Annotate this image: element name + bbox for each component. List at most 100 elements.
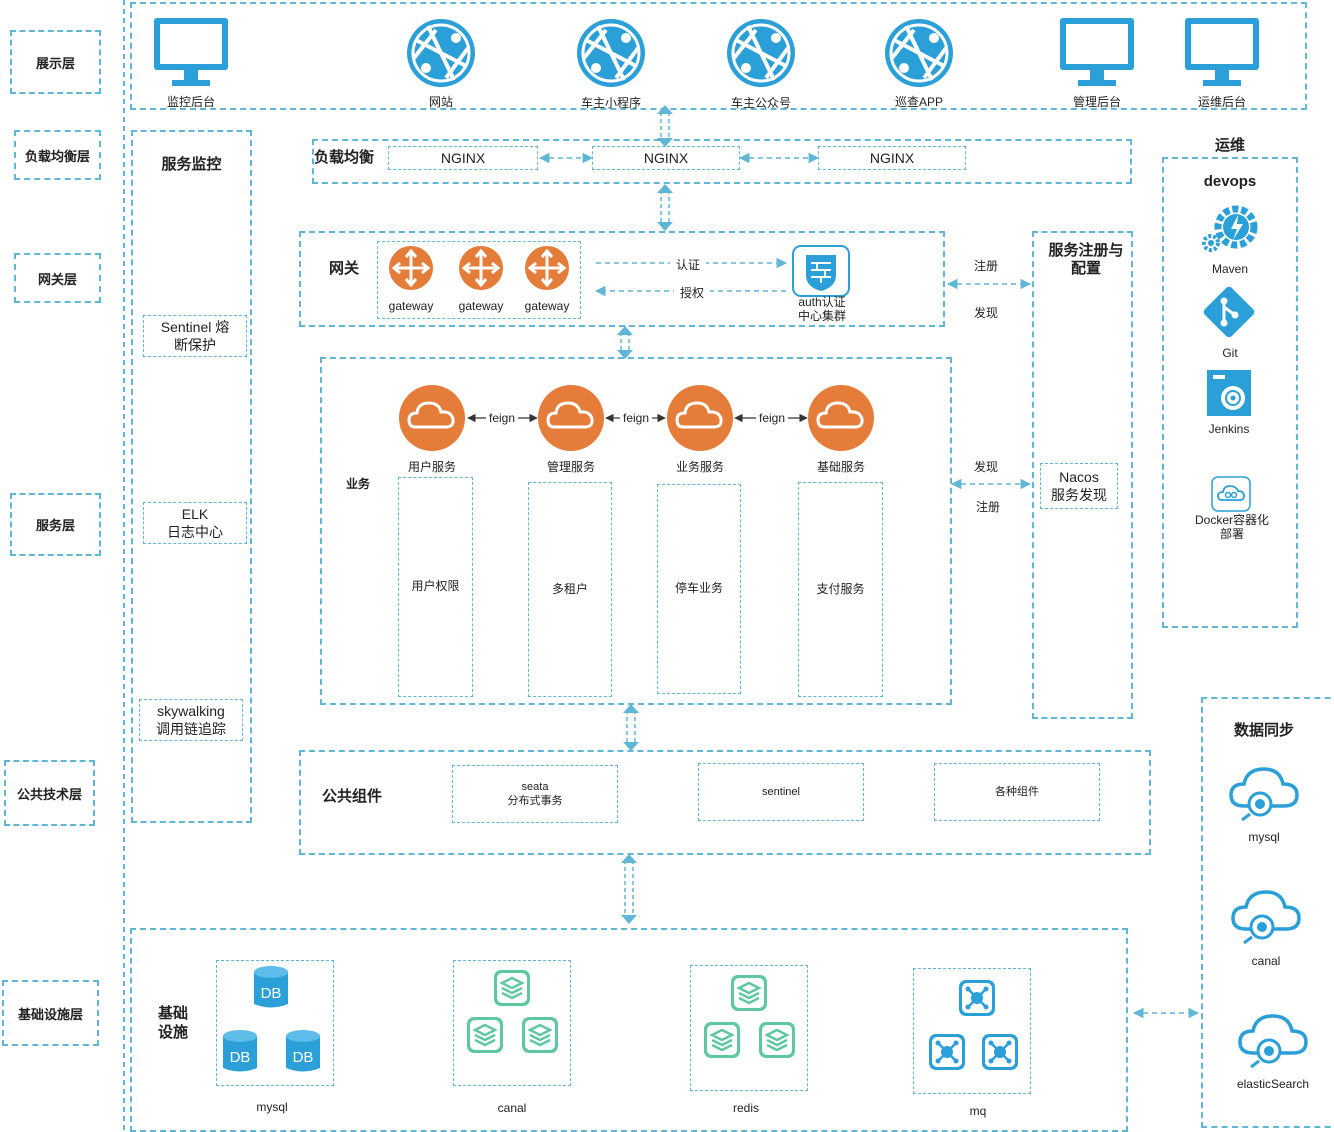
seata-box: seata 分布式事务	[452, 765, 618, 823]
db-text: DB	[293, 1049, 314, 1066]
cloud-sync-icon	[1231, 890, 1301, 945]
business-discover-label: 发现	[973, 460, 998, 474]
layers-icon	[494, 970, 530, 1006]
display-item-label: 网站	[428, 95, 453, 109]
service-label: 基础服务	[816, 460, 865, 474]
ops-tool-label: Git	[1222, 346, 1238, 360]
module-box: 支付服务	[798, 482, 883, 697]
common-components-title: 公共组件	[322, 788, 383, 805]
database-icon: DB	[254, 966, 288, 1008]
globe-icon	[727, 19, 795, 87]
infra-label: redis	[732, 1101, 759, 1115]
monitor-icon	[1060, 18, 1134, 86]
display-item-label: 运维后台	[1197, 95, 1246, 109]
cloud-sync-icon	[1229, 767, 1299, 822]
sentinel-box: Sentinel 熔 断保护	[143, 315, 247, 357]
display-item-label: 巡查APP	[894, 95, 943, 109]
auth-center-line2: 中心集群	[797, 309, 846, 323]
message-hub-icon	[959, 980, 995, 1016]
router-icon	[525, 246, 569, 290]
auth-label: 认证	[670, 256, 706, 273]
database-icon: DB	[223, 1030, 257, 1072]
data-sync-title: 数据同步	[1233, 722, 1294, 739]
authz-label: 授权	[674, 284, 710, 301]
docker-label: Docker容器化 部署	[1180, 513, 1284, 541]
cloud-sync-icon	[1238, 1014, 1308, 1069]
layers-icon	[731, 975, 767, 1011]
layer-infrastructure: 基础设施层	[2, 980, 99, 1046]
registry-title-line2: 配置	[1070, 260, 1101, 277]
cloud-icon	[538, 385, 604, 451]
gateway-node-label: gateway	[458, 299, 504, 313]
business-register-label: 注册	[975, 500, 1000, 514]
globe-icon	[407, 19, 475, 87]
display-item-label: 监控后台	[166, 95, 215, 109]
service-label: 用户服务	[407, 460, 456, 474]
message-hub-icon	[982, 1034, 1018, 1070]
layer-common-tech: 公共技术层	[4, 760, 95, 826]
module-box: 多租户	[528, 482, 612, 697]
auth-center-label: auth认证 中心集群	[782, 295, 862, 323]
ops-tool-label: Jenkins	[1208, 422, 1250, 436]
service-label: 业务服务	[675, 460, 724, 474]
nginx-node: NGINX	[818, 146, 966, 170]
mysql-cluster-box	[216, 960, 334, 1086]
module-box: 停车业务	[657, 484, 741, 694]
docker-icon	[1211, 476, 1251, 512]
layers-icon	[759, 1022, 795, 1058]
feign-label: feign	[488, 411, 516, 425]
layer-service: 服务层	[10, 493, 101, 556]
other-components-box: 各种组件	[934, 763, 1100, 821]
auth-center-line1: auth认证	[798, 295, 846, 309]
skywalking-line1: skywalking	[157, 702, 225, 719]
display-layer-box	[130, 2, 1307, 110]
sentinel-line1: Sentinel 熔	[160, 318, 230, 335]
nginx-node: NGINX	[388, 146, 538, 170]
globe-icon	[885, 19, 953, 87]
skywalking-box: skywalking 调用链追踪	[139, 699, 243, 741]
registry-box	[1032, 231, 1133, 719]
ops-tool-label: Maven	[1211, 262, 1249, 276]
message-hub-icon	[929, 1034, 965, 1070]
db-text: DB	[230, 1049, 251, 1066]
display-item-label: 车主小程序	[580, 96, 641, 110]
docker-line2: 部署	[1219, 527, 1244, 541]
service-monitor-box	[131, 130, 252, 823]
service-monitor-title: 服务监控	[161, 156, 222, 173]
feign-label: feign	[622, 411, 650, 425]
ops-title: 运维	[1214, 137, 1245, 154]
elk-line1: ELK	[181, 505, 209, 522]
sync-item-label: mysql	[1248, 830, 1280, 844]
db-text: DB	[261, 985, 282, 1002]
database-icon: DB	[286, 1030, 320, 1072]
nginx-node: NGINX	[592, 146, 740, 170]
module-box: 用户权限	[398, 477, 473, 697]
layers-icon	[522, 1017, 558, 1053]
sync-item-label: elasticSearch	[1236, 1077, 1310, 1091]
feign-label: feign	[758, 411, 786, 425]
nacos-line2: 服务发现	[1051, 487, 1107, 503]
layers-icon	[467, 1017, 503, 1053]
router-icon	[389, 246, 433, 290]
layer-loadbalance: 负载均衡层	[14, 130, 101, 180]
devops-title: devops	[1203, 173, 1257, 190]
infra-label: canal	[497, 1101, 527, 1115]
seata-line2: 分布式事务	[507, 795, 563, 807]
sentinel-component-box: sentinel	[698, 763, 864, 821]
maven-gear-icon	[1202, 205, 1258, 252]
data-sync-box	[1201, 697, 1334, 1128]
registry-title: 服务注册与 配置	[1032, 242, 1140, 278]
gateway-discover-label: 发现	[973, 306, 998, 320]
layer-gateway: 网关层	[14, 253, 101, 303]
router-icon	[459, 246, 503, 290]
elk-box: ELK 日志中心	[143, 502, 247, 544]
gateway-cluster-box	[377, 241, 581, 319]
elk-line2: 日志中心	[167, 524, 223, 540]
load-balance-box	[312, 139, 1132, 184]
docker-line1: Docker容器化	[1194, 513, 1269, 527]
gateway-node-label: gateway	[388, 299, 434, 313]
ops-box	[1162, 157, 1298, 628]
firewall-icon	[792, 245, 850, 297]
seata-line1: seata	[521, 780, 549, 793]
skywalking-line2: 调用链追踪	[156, 721, 226, 737]
